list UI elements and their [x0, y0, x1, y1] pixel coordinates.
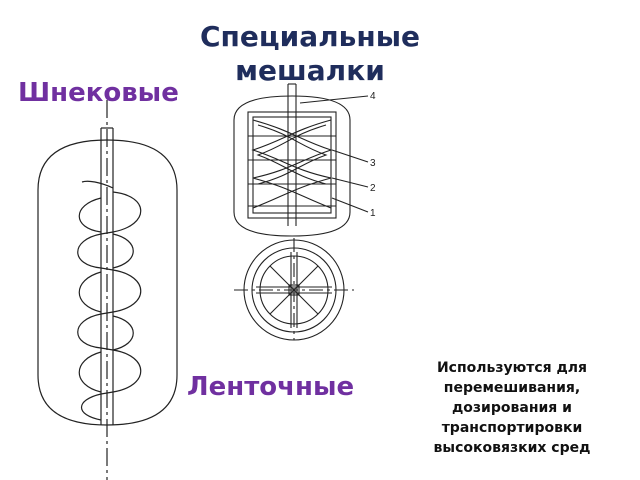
ribbon-vessel-outline	[233, 95, 351, 237]
screw-flights	[77, 180, 142, 421]
ribbon-frame	[247, 111, 337, 219]
callout-3: 3	[370, 158, 376, 169]
ribbon-plan-view	[234, 238, 354, 341]
callout-2: 2	[370, 183, 376, 194]
callout-4: 4	[370, 91, 376, 102]
slide-title: Специальные мешалки	[199, 20, 421, 87]
label-ribbon-mixer: Ленточные	[187, 372, 355, 402]
screw-vessel-outline	[37, 139, 178, 426]
ribbon-helix	[251, 119, 333, 209]
label-screw-mixer: Шнековые	[18, 78, 179, 108]
slide-caption: Используются для перемешивания, дозирова…	[433, 360, 591, 456]
callout-1: 1	[370, 208, 376, 219]
